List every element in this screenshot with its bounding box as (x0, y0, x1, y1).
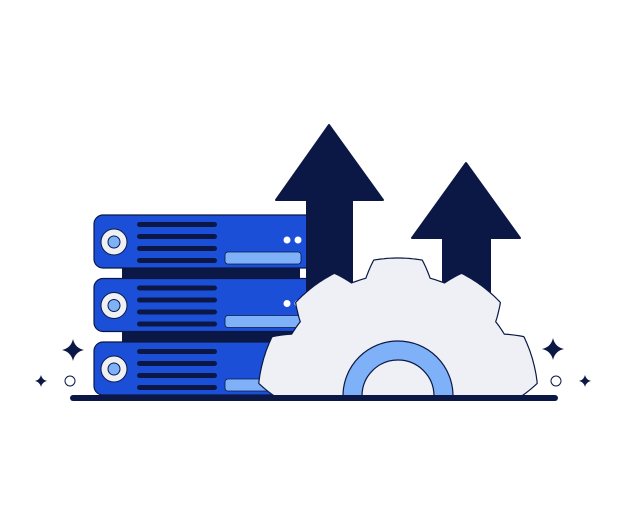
ground-line (70, 395, 558, 401)
server-vent-line (137, 321, 217, 327)
server-led (283, 300, 291, 307)
server-led (294, 236, 302, 244)
circle-dot-icon (64, 375, 76, 387)
gear-icon (257, 257, 538, 397)
sparkle-icon (579, 375, 591, 387)
server-vent-line (137, 285, 217, 291)
sparkle-icon (542, 338, 564, 360)
server-led (283, 236, 291, 244)
server-vent-line (137, 309, 217, 315)
server-knob-center (107, 299, 121, 312)
server-vent-line (137, 258, 217, 263)
server-rack-icon (93, 214, 325, 396)
server-vent-line (137, 373, 217, 378)
server-knob-center (107, 235, 121, 249)
gear-ring (342, 340, 454, 397)
server-vent-line (137, 222, 217, 227)
sparkles (35, 338, 591, 387)
server-vent-line (137, 385, 217, 390)
server-vent-line (137, 234, 217, 239)
server-vent-line (137, 349, 217, 354)
server-drive-bay (224, 315, 302, 328)
server-vent-line (137, 361, 217, 366)
server-knob-center (107, 362, 121, 376)
server-vent-line (137, 246, 217, 251)
server-drive-bay (224, 251, 302, 265)
server-connector (122, 265, 300, 281)
server-connector (122, 328, 300, 345)
sparkle-icon (62, 339, 84, 361)
server-vent-line (137, 297, 217, 303)
circle-dot-icon (550, 375, 562, 387)
sparkle-icon (35, 375, 47, 387)
